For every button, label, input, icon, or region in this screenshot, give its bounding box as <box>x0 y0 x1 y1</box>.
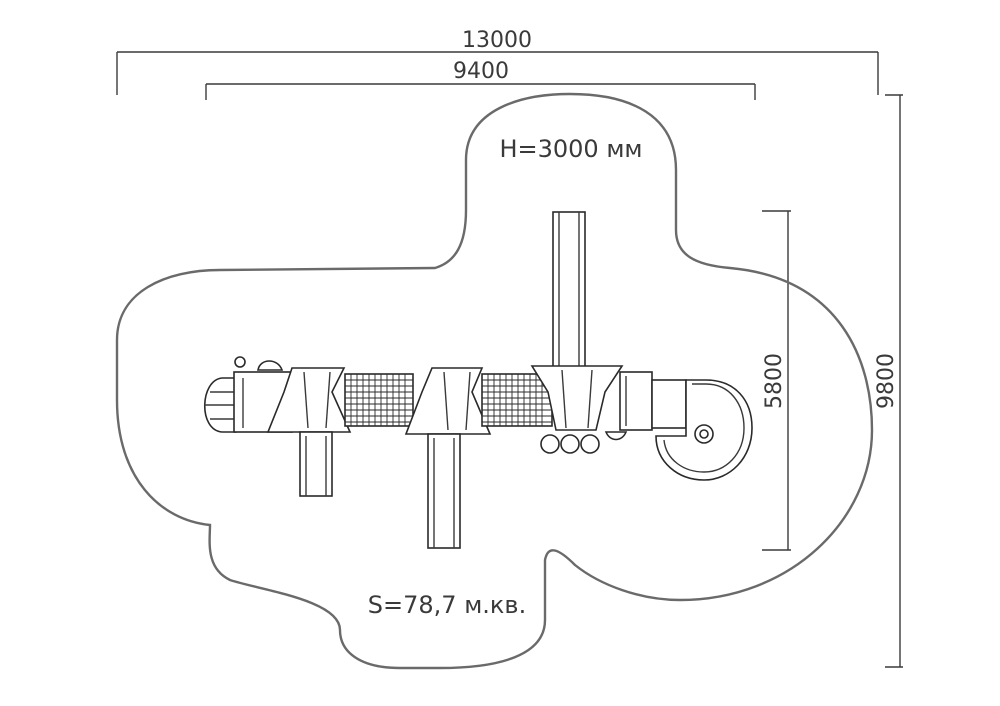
overall-depth-label: 9800 <box>874 353 899 409</box>
spiral-slide <box>655 379 753 481</box>
structure-depth-label: 5800 <box>762 353 787 409</box>
net-bridge-1 <box>344 373 414 427</box>
tower-2 <box>404 367 492 435</box>
tower-3 <box>530 365 628 454</box>
slide-1 <box>299 431 333 497</box>
dimension-platform-width: 9400 <box>205 59 756 100</box>
overall-width-label: 13000 <box>462 28 532 53</box>
platform-width-label: 9400 <box>453 59 509 84</box>
net-bridge-2 <box>481 373 553 427</box>
slide-top <box>552 211 586 368</box>
slide-2 <box>427 433 461 549</box>
dimension-overall-depth: 9800 <box>874 94 903 668</box>
height-note: H=3000 мм <box>499 135 642 163</box>
platform-right <box>619 371 687 431</box>
dimension-structure-depth: 5800 <box>762 210 791 551</box>
safety-zone-outline <box>115 92 874 670</box>
dimension-overall-width: 13000 <box>116 28 879 95</box>
tower-1 <box>266 367 352 433</box>
area-note: S=78,7 м.кв. <box>368 591 526 619</box>
playground-structure <box>203 211 753 549</box>
